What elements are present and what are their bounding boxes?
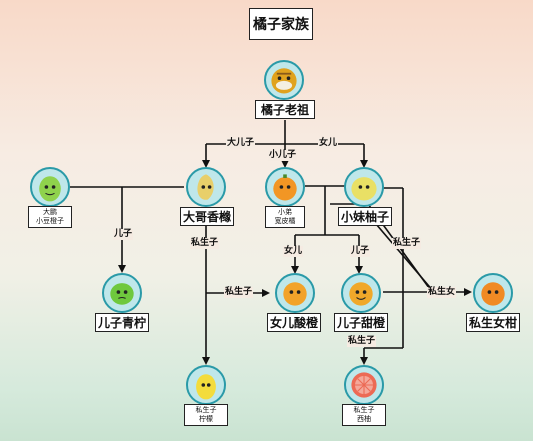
ningmeng-line2: 柠檬: [199, 415, 213, 423]
node-xiaomei: 小妹柚子: [338, 207, 392, 226]
edge-label-daughter: 女儿: [318, 138, 339, 149]
dapeng-line2: 小豆橙子: [36, 217, 64, 225]
node-suancheng: 女儿酸橙: [267, 313, 321, 332]
grapefruit-icon: [351, 372, 377, 398]
edge-label-illegit-xiaomei: 私生子: [392, 238, 422, 249]
ningmeng-avatar: [186, 365, 226, 405]
ningmeng-line1: 私生子: [195, 406, 217, 414]
lemon-icon: [196, 374, 216, 400]
edge-label-illegit-daughter: 私生女: [427, 287, 457, 298]
node-dapeng: 大鹏 小豆橙子: [28, 206, 72, 228]
sweet-orange-icon: [349, 282, 373, 306]
root-avatar: [264, 60, 304, 100]
edge-label-eldest-son: 大儿子: [226, 138, 256, 149]
lime-icon: [110, 283, 134, 305]
node-sishengnv: 私生女柑: [466, 313, 520, 332]
edge-label-younger-son: 小儿子: [268, 150, 298, 161]
node-xiaodi: 小弟 宽皮橘: [265, 206, 305, 228]
sour-orange-icon: [283, 282, 307, 306]
daxiang-avatar: [186, 167, 226, 207]
pomelo-icon: [351, 177, 377, 201]
diagram-title: 橘子家族: [249, 8, 313, 40]
xiyou-avatar: [344, 365, 384, 405]
node-tiancheng: 儿子甜橙: [334, 313, 388, 332]
edge-label-son-tian: 儿子: [350, 246, 371, 257]
xiaomei-avatar: [344, 167, 384, 207]
edge-label-daughter-suan: 女儿: [283, 246, 304, 257]
node-qingning: 儿子青柠: [95, 313, 149, 332]
edge-label-son-qingning: 儿子: [113, 229, 134, 240]
node-daxiang: 大哥香橼: [180, 207, 234, 226]
edge-label-illegit-ningmeng: 私生子: [190, 238, 220, 249]
sishengnv-avatar: [473, 273, 513, 313]
tiancheng-avatar: [341, 273, 381, 313]
dapeng-avatar: [30, 167, 70, 207]
dapeng-line1: 大鹏: [43, 208, 57, 216]
suancheng-avatar: [275, 273, 315, 313]
node-ningmeng: 私生子 柠檬: [184, 404, 228, 426]
old-orange-icon: [271, 68, 297, 94]
edge-label-illegit-suan: 私生子: [224, 287, 254, 298]
xiaodi-line2: 宽皮橘: [274, 217, 296, 225]
xiaodi-avatar: [265, 167, 305, 207]
edge-label-illegit-xiyou: 私生子: [347, 336, 377, 347]
xiyou-line2: 西柚: [357, 415, 371, 423]
tangerine-icon: [273, 174, 297, 201]
xiaodi-line1: 小弟: [278, 208, 292, 216]
green-citrus-icon: [39, 176, 61, 202]
node-root: 橘子老祖: [255, 100, 315, 119]
xiyou-line1: 私生子: [353, 406, 375, 414]
mandarin-icon: [481, 282, 505, 306]
citron-icon: [197, 174, 214, 200]
node-xiyou: 私生子 西柚: [342, 404, 386, 426]
qingning-avatar: [102, 273, 142, 313]
